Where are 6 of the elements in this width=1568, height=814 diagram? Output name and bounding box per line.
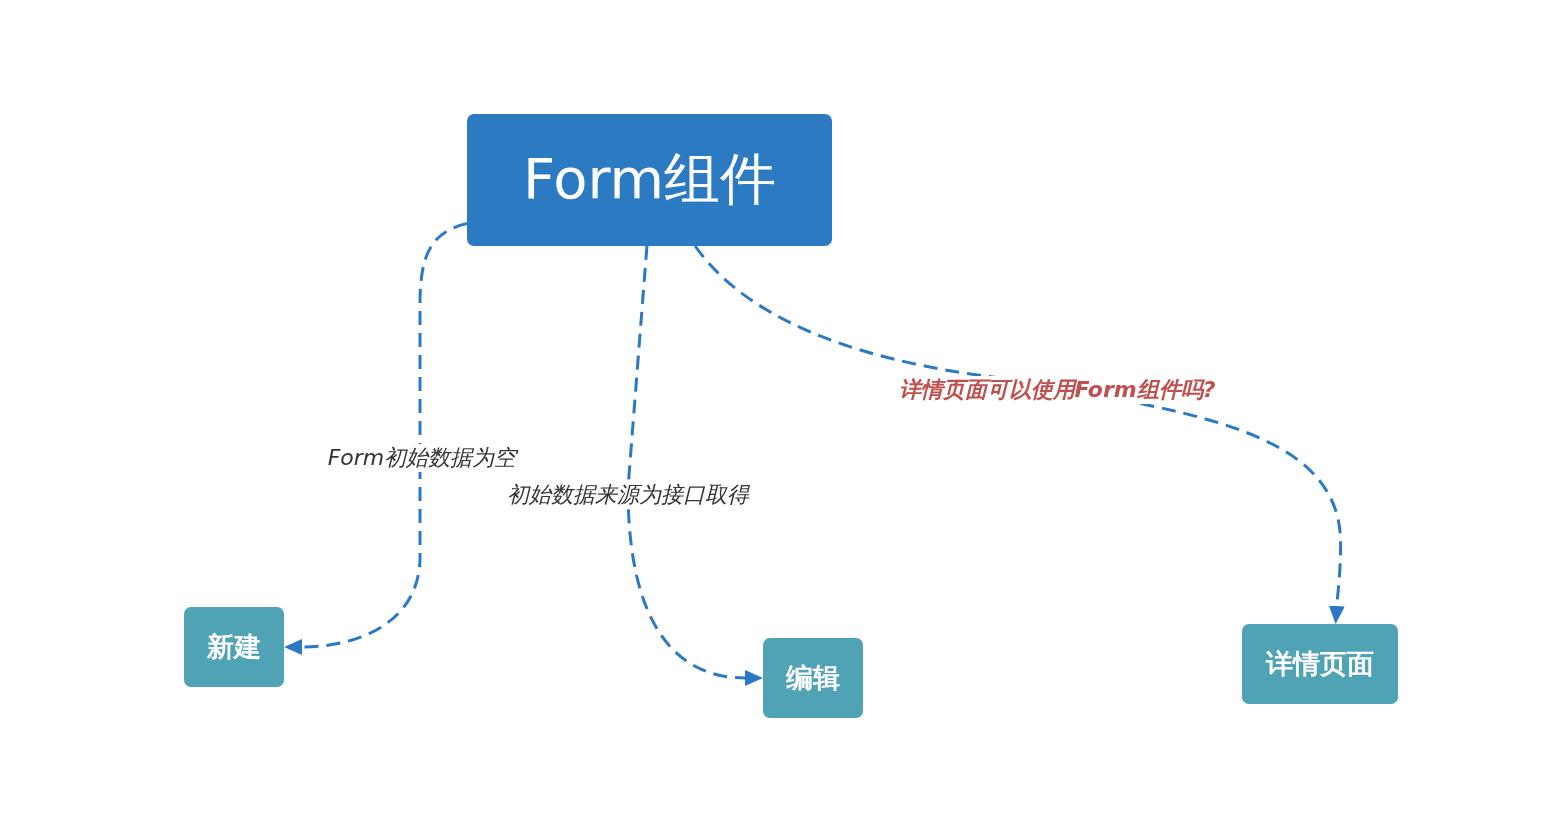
page-box: 详情页面 <box>1242 624 1398 704</box>
arrow <box>284 222 468 655</box>
page-box: 新建 <box>184 607 284 687</box>
arrow <box>626 245 763 686</box>
page-box: 编辑 <box>763 638 863 718</box>
component-box: Form组件 <box>467 114 832 246</box>
